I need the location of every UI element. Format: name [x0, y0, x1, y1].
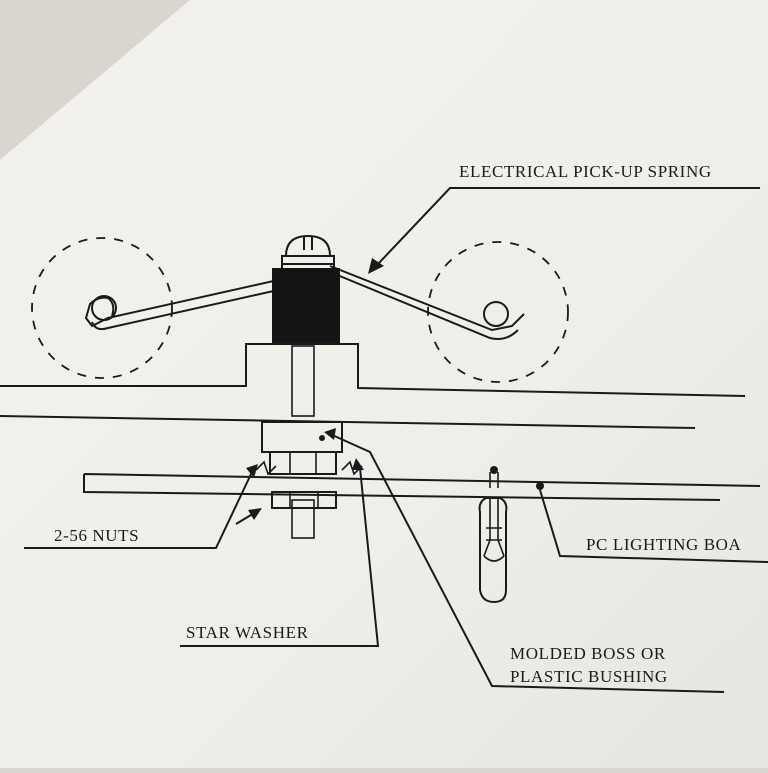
spacer-block: [272, 268, 340, 344]
threaded-shaft-upper: [291, 345, 315, 417]
leader-boss: [324, 428, 725, 693]
label-molded-boss: MOLDED BOSS OR: [510, 644, 666, 663]
leader-pc-board: [536, 482, 768, 563]
base-plate-line: [0, 415, 696, 429]
label-plastic-bushing: PLASTIC BUSHING: [510, 667, 668, 686]
nut-upper: [269, 451, 337, 475]
label-star-washer: STAR WASHER: [186, 623, 309, 642]
lamp-bulb: [478, 466, 508, 604]
boss-profile: [0, 343, 746, 397]
star-washer-left: [255, 460, 277, 476]
label-pc-lighting-board: PC LIGHTING BOA: [586, 535, 742, 554]
pc-lighting-board: [83, 473, 761, 501]
leader-spring: [368, 187, 760, 274]
leader-star-washer: [180, 458, 380, 647]
leader-nuts: [24, 464, 262, 549]
label-2-56-nuts: 2-56 NUTS: [54, 526, 139, 545]
label-electrical-pickup-spring: ELECTRICAL PICK-UP SPRING: [459, 162, 712, 181]
wheel-outline-left: [31, 237, 173, 379]
threaded-shaft-lower: [291, 499, 315, 539]
pickup-spring: [84, 265, 525, 340]
